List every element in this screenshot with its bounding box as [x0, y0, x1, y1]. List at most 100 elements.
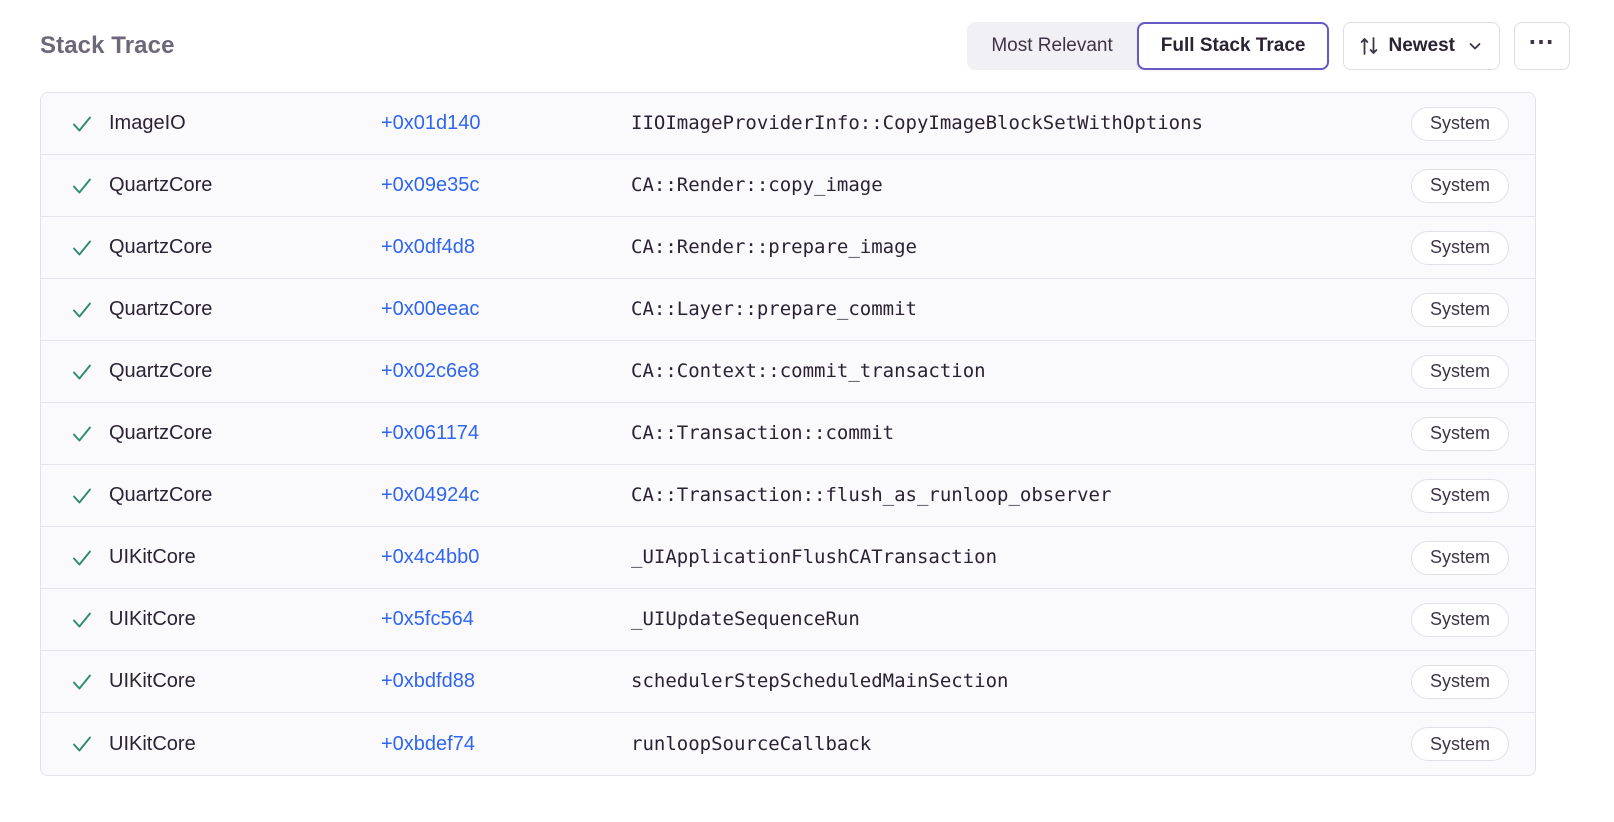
frame-source: System: [1369, 727, 1509, 761]
table-row[interactable]: QuartzCore +0x02c6e8 CA::Context::commit…: [41, 341, 1535, 403]
sort-button[interactable]: Newest: [1343, 22, 1500, 70]
frame-module: UIKitCore: [109, 546, 196, 568]
status-badge: System: [1410, 416, 1509, 451]
check-icon: [73, 550, 91, 565]
frame-offset-link[interactable]: +0x4c4bb0: [381, 546, 480, 568]
check-icon: [73, 612, 91, 627]
frame-module: UIKitCore: [109, 608, 196, 630]
table-row[interactable]: QuartzCore +0x09e35c CA::Render::copy_im…: [41, 155, 1535, 217]
frame-symbol: _UIApplicationFlushCATransaction: [631, 546, 998, 569]
frame-status: [71, 299, 109, 321]
status-badge: System: [1410, 230, 1509, 265]
frame-module: QuartzCore: [109, 236, 213, 258]
frame-module: ImageIO: [109, 112, 186, 134]
chevron-down-icon: [1469, 43, 1481, 50]
frame-status: [71, 671, 109, 693]
more-options-button[interactable]: ⋯: [1514, 22, 1570, 70]
frame-source: System: [1369, 478, 1509, 513]
frame-symbol: CA::Context::commit_transaction: [631, 360, 986, 383]
frame-source: System: [1369, 540, 1509, 575]
status-badge: System: [1410, 354, 1509, 389]
frame-symbol: CA::Render::prepare_image: [631, 236, 917, 259]
table-row[interactable]: QuartzCore +0x00eeac CA::Layer::prepare_…: [41, 279, 1535, 341]
frame-source: System: [1369, 602, 1509, 637]
frame-offset-link[interactable]: +0x02c6e8: [381, 360, 480, 382]
ellipsis-horizontal-icon: ⋯: [1528, 26, 1556, 56]
frame-module: UIKitCore: [109, 732, 196, 755]
table-row[interactable]: QuartzCore +0x04924c CA::Transaction::fl…: [41, 465, 1535, 527]
frame-symbol: CA::Transaction::flush_as_runloop_observ…: [631, 484, 1112, 507]
tab-most-relevant[interactable]: Most Relevant: [967, 22, 1136, 70]
frame-symbol: CA::Layer::prepare_commit: [631, 298, 917, 321]
frame-symbol: runloopSourceCallback: [631, 732, 872, 755]
sort-updown-icon: [1361, 37, 1378, 55]
frame-module: QuartzCore: [109, 174, 213, 196]
frame-module: UIKitCore: [109, 670, 196, 692]
frame-symbol: CA::Render::copy_image: [631, 174, 883, 197]
frame-status: [71, 361, 109, 383]
frame-source: System: [1369, 230, 1509, 265]
frame-offset-link[interactable]: +0xbdef74: [381, 732, 475, 755]
frame-offset-link[interactable]: +0x09e35c: [381, 174, 480, 196]
table-row[interactable]: QuartzCore +0x0df4d8 CA::Render::prepare…: [41, 217, 1535, 279]
frame-module: QuartzCore: [109, 484, 213, 506]
header-controls: Most Relevant Full Stack Trace Newest ⋯: [967, 22, 1570, 70]
frame-source: System: [1369, 106, 1509, 141]
status-badge: System: [1410, 540, 1509, 575]
check-icon: [73, 364, 91, 379]
frame-offset-link[interactable]: +0x04924c: [381, 484, 480, 506]
frame-status: [71, 237, 109, 259]
check-icon: [73, 302, 91, 317]
status-badge: System: [1410, 478, 1509, 513]
status-badge: System: [1410, 727, 1509, 761]
check-icon: [73, 736, 91, 752]
frame-source: System: [1369, 292, 1509, 327]
check-icon: [73, 426, 91, 441]
frame-source: System: [1369, 416, 1509, 451]
frame-offset-link[interactable]: +0x00eeac: [381, 298, 480, 320]
frame-status: [71, 175, 109, 197]
table-row[interactable]: QuartzCore +0x061174 CA::Transaction::co…: [41, 403, 1535, 465]
frame-source: System: [1369, 354, 1509, 389]
frame-status: [71, 113, 109, 135]
check-icon: [73, 674, 91, 689]
frame-symbol: schedulerStepScheduledMainSection: [631, 670, 1009, 693]
frame-symbol: CA::Transaction::commit: [631, 422, 895, 445]
sort-button-label: Newest: [1388, 35, 1455, 56]
frame-offset-link[interactable]: +0x061174: [381, 422, 480, 444]
table-row[interactable]: UIKitCore +0xbdfd88 schedulerStepSchedul…: [41, 651, 1535, 713]
check-icon: [73, 178, 91, 193]
table-row[interactable]: UIKitCore +0x4c4bb0 _UIApplicationFlushC…: [41, 527, 1535, 589]
status-badge: System: [1410, 602, 1509, 637]
frame-symbol: _UIUpdateSequenceRun: [631, 608, 860, 631]
status-badge: System: [1410, 664, 1509, 699]
tab-full-stack-trace[interactable]: Full Stack Trace: [1136, 22, 1330, 70]
table-row[interactable]: ImageIO +0x01d140 IIOImageProviderInfo::…: [41, 93, 1535, 155]
frame-offset-link[interactable]: +0xbdfd88: [381, 670, 475, 692]
panel-header: Stack Trace Most Relevant Full Stack Tra…: [40, 0, 1574, 92]
frame-module: QuartzCore: [109, 422, 213, 444]
status-badge: System: [1410, 168, 1509, 203]
frame-status: [71, 423, 109, 445]
check-icon: [73, 116, 91, 131]
frame-offset-link[interactable]: +0x5fc564: [381, 608, 474, 630]
status-badge: System: [1410, 106, 1509, 141]
frame-status: [71, 733, 109, 755]
frame-module: QuartzCore: [109, 298, 213, 320]
check-icon: [73, 488, 91, 503]
frame-module: QuartzCore: [109, 360, 213, 382]
table-row[interactable]: UIKitCore +0x5fc564 _UIUpdateSequenceRun…: [41, 589, 1535, 651]
frame-offset-link[interactable]: +0x01d140: [381, 112, 481, 134]
table-row[interactable]: UIKitCore +0xbdef74 runloopSourceCallbac…: [41, 713, 1535, 775]
frame-source: System: [1369, 664, 1509, 699]
status-badge: System: [1410, 292, 1509, 327]
frame-source: System: [1369, 168, 1509, 203]
frame-status: [71, 547, 109, 569]
frame-status: [71, 485, 109, 507]
frame-offset-link[interactable]: +0x0df4d8: [381, 236, 475, 258]
frame-symbol: IIOImageProviderInfo::CopyImageBlockSetW…: [631, 112, 1203, 135]
page-title: Stack Trace: [40, 32, 175, 59]
stack-trace-view-segmented-control[interactable]: Most Relevant Full Stack Trace: [967, 22, 1330, 70]
stack-trace-list: ImageIO +0x01d140 IIOImageProviderInfo::…: [40, 92, 1536, 776]
